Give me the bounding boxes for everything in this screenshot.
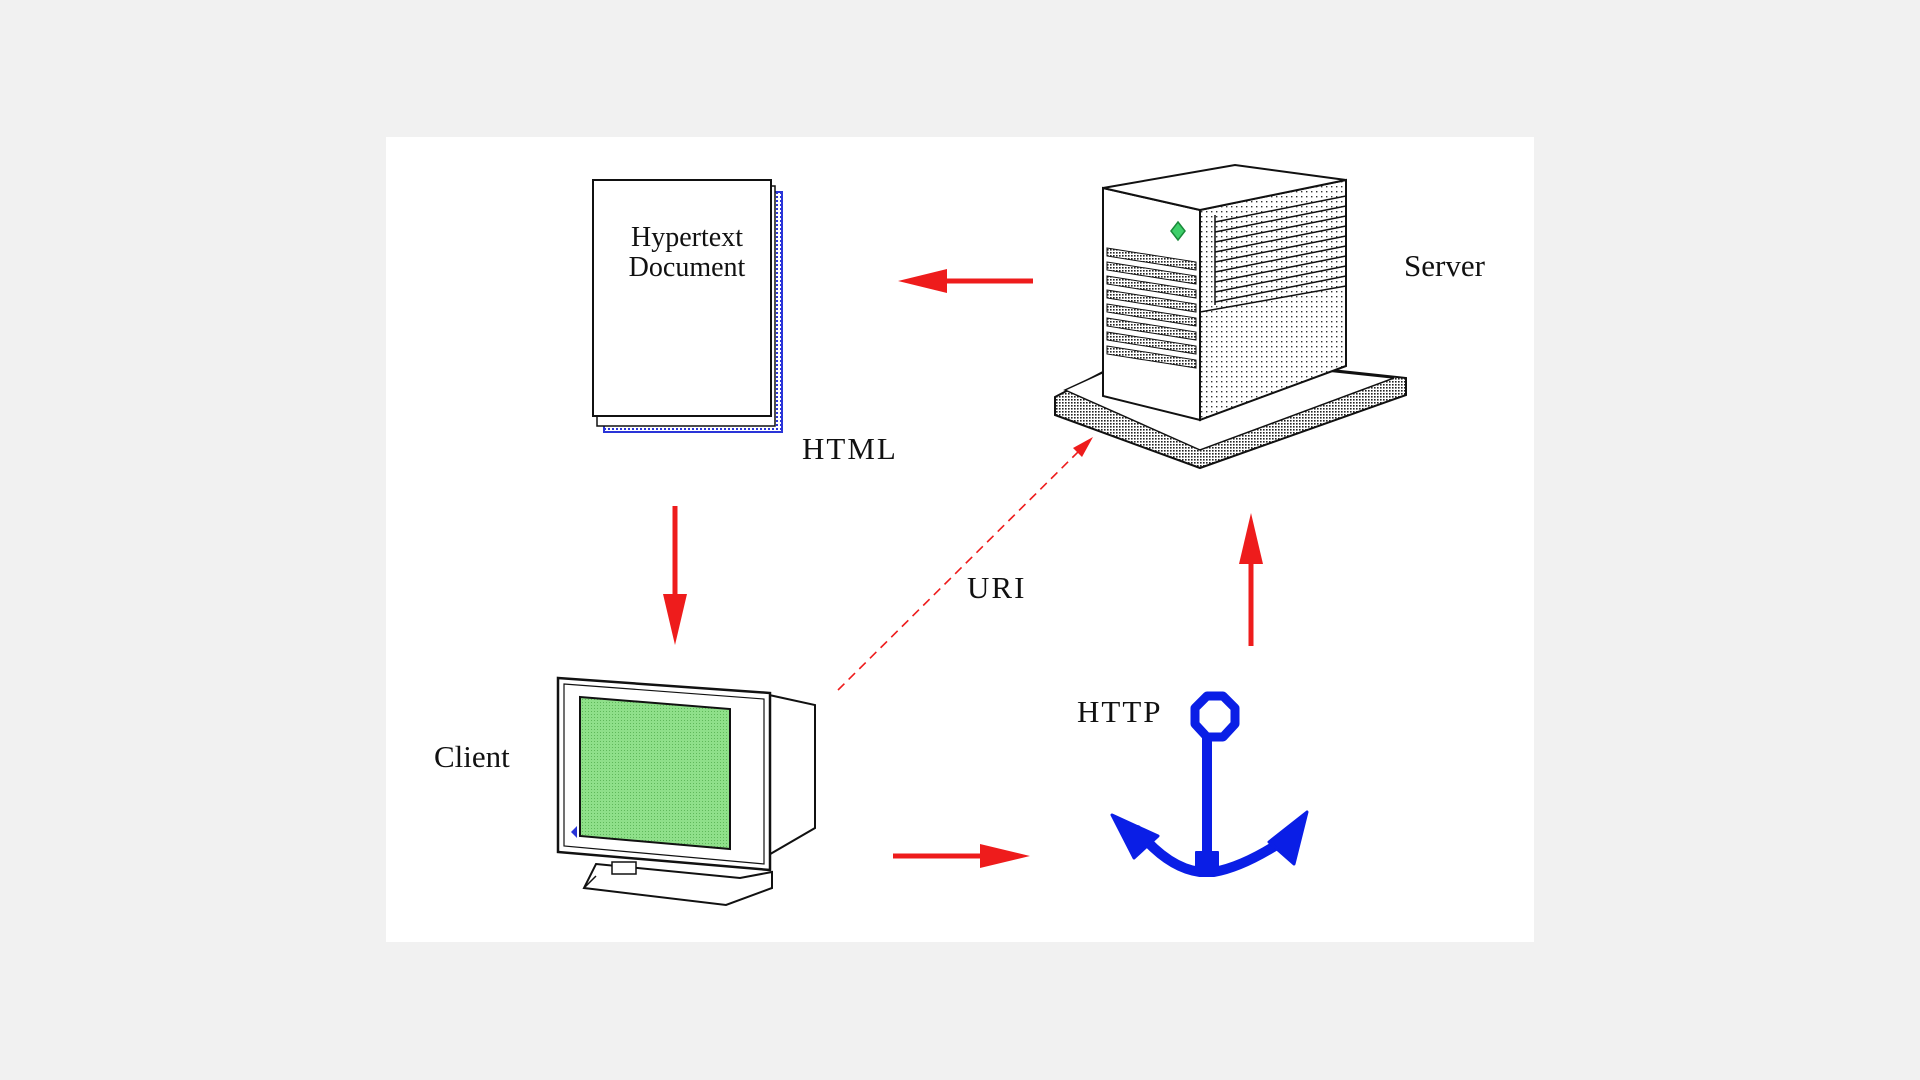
anchor-icon: [1110, 691, 1309, 877]
http-label: HTTP: [1077, 694, 1163, 729]
server-label: Server: [1404, 248, 1485, 283]
server-icon: [1054, 163, 1407, 470]
arrow-server-to-document: [898, 269, 1033, 293]
uri-label: URI: [967, 570, 1027, 605]
document-title: Hypertext Document: [598, 223, 776, 283]
uri-dashed-arrow: [837, 437, 1093, 691]
arrow-document-to-client: [663, 506, 687, 645]
arrow-http-to-server: [1239, 513, 1263, 646]
html-label: HTML: [802, 431, 898, 466]
arrow-client-to-http: [893, 844, 1030, 868]
document-title-line2: Document: [628, 252, 746, 283]
monitor-icon: [556, 676, 816, 907]
client-label: Client: [434, 739, 510, 774]
document-title-line1: Hypertext: [631, 222, 743, 253]
document-icon: [592, 179, 783, 433]
